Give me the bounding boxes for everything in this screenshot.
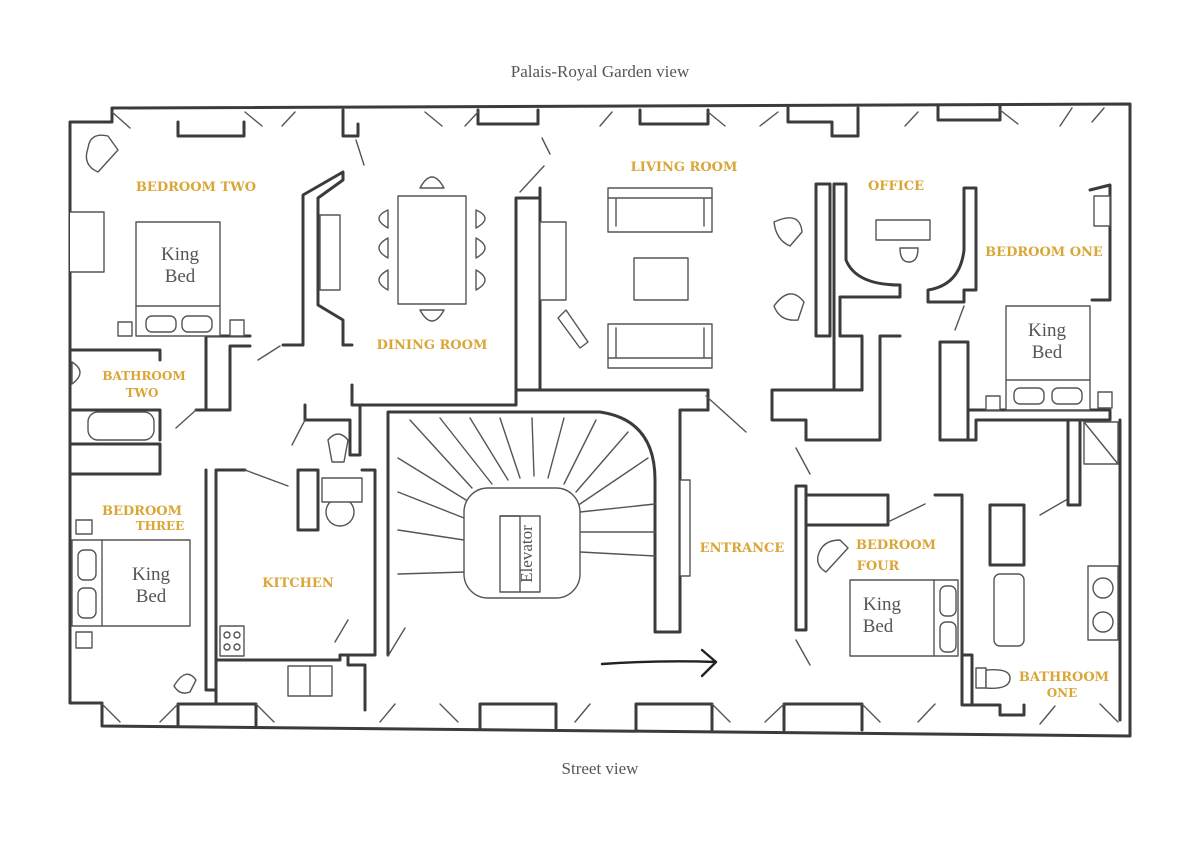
bed-label: King — [863, 594, 902, 615]
staircase — [397, 417, 656, 599]
bed-label: King — [161, 244, 200, 265]
office-label: OFFICE — [868, 179, 924, 194]
bedroom-three-furniture — [71, 519, 197, 694]
bedroom-three-label: BEDROOM — [102, 504, 182, 519]
office-furniture — [875, 219, 931, 263]
dining-table — [319, 176, 486, 322]
bed-label: King — [132, 564, 171, 585]
bathroom-two-fixtures — [71, 361, 155, 441]
kitchen-label: KITCHEN — [262, 576, 334, 591]
bed-label: Bed — [136, 586, 167, 607]
living-room-label: LIVING ROOM — [631, 160, 738, 175]
bedroom-four-furniture — [816, 539, 959, 657]
elevator-label: Elevator — [517, 525, 536, 583]
door-swings — [175, 137, 1067, 666]
bathroom-two-label: BATHROOM — [102, 369, 185, 383]
bed-label: Bed — [165, 266, 196, 287]
garden-view-caption: Palais-Royal Garden view — [511, 62, 690, 81]
bedroom-one-furniture — [985, 195, 1113, 411]
bedroom-four-label: BEDROOM — [856, 538, 936, 553]
street-view-caption: Street view — [562, 759, 640, 778]
kitchen-fixtures — [219, 433, 363, 697]
interior-walls — [68, 170, 1122, 722]
bathroom-two-label: TWO — [126, 386, 159, 400]
entrance-label: ENTRANCE — [700, 541, 785, 556]
dining-room-label: DINING ROOM — [377, 338, 488, 353]
bedroom-four-label: FOUR — [857, 559, 900, 574]
bathroom-one-fixtures — [975, 421, 1119, 689]
bed-label: Bed — [863, 616, 894, 637]
bathroom-one-label: BATHROOM — [1019, 670, 1109, 685]
living-room-furniture — [539, 187, 805, 369]
bed-label: Bed — [1032, 342, 1063, 363]
bedroom-two-furniture — [70, 134, 245, 337]
bedroom-one-label: BEDROOM ONE — [985, 245, 1103, 260]
bedroom-three-label: THREE — [136, 519, 185, 533]
outer-walls — [68, 102, 1132, 738]
bed-label: King — [1028, 320, 1067, 341]
bathroom-one-label: ONE — [1047, 686, 1078, 700]
bedroom-two-label: BEDROOM TWO — [136, 180, 256, 195]
entrance-arrow — [600, 479, 718, 678]
